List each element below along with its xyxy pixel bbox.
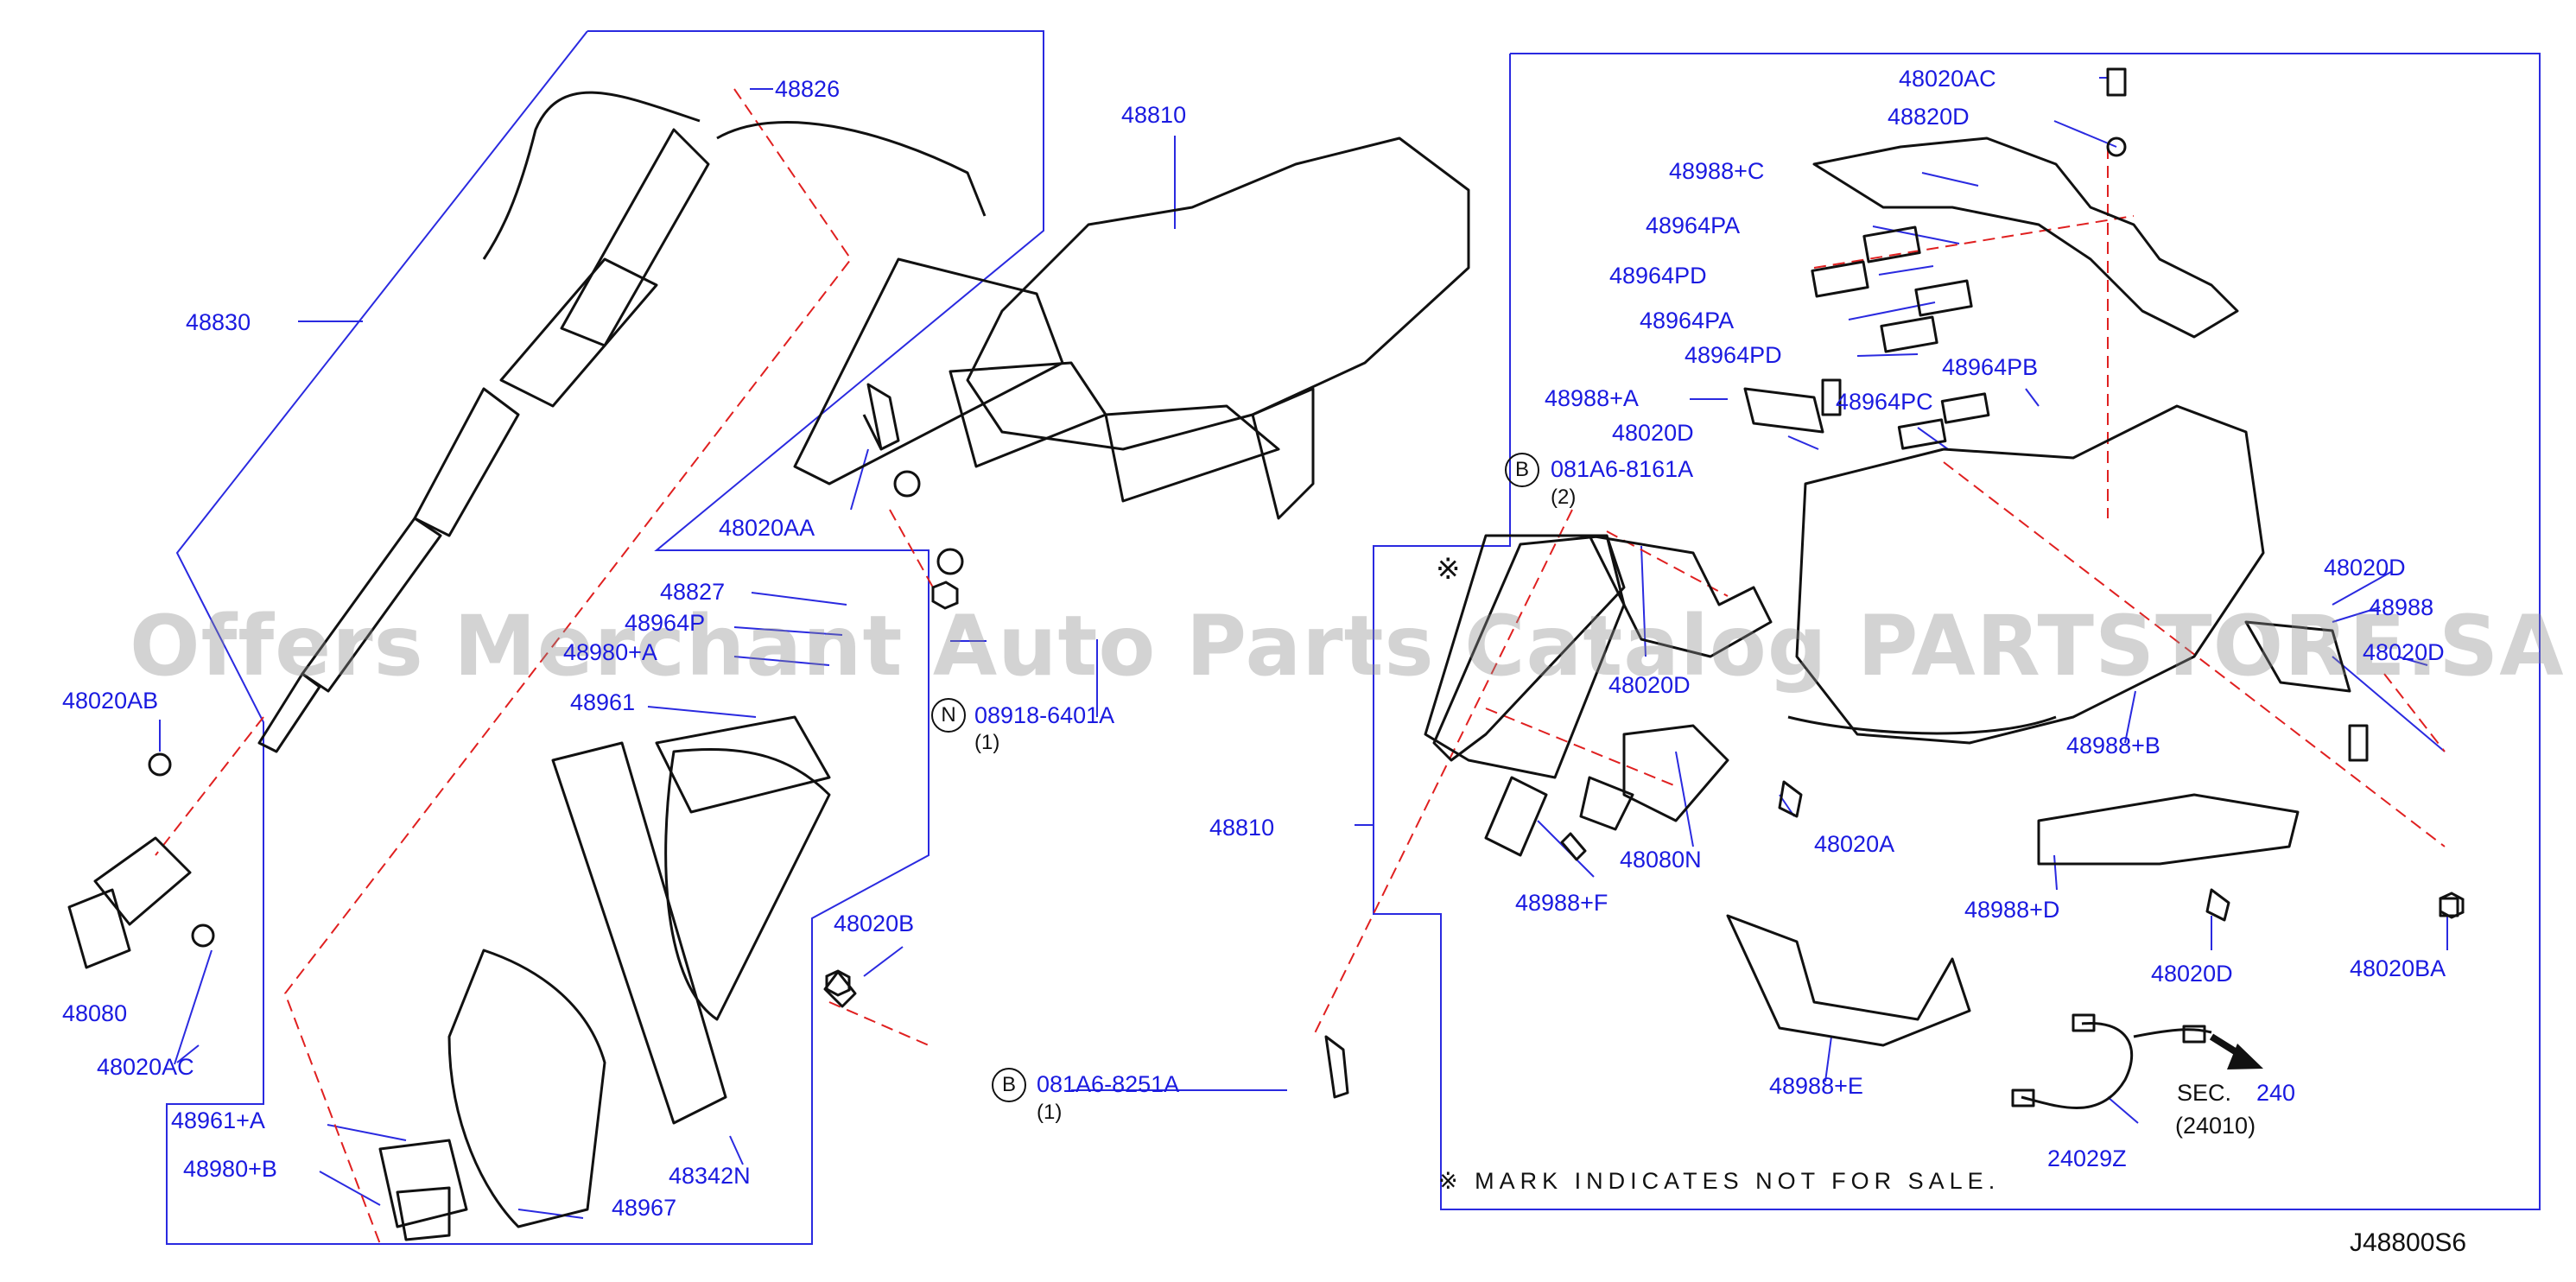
marker-b-lower: B (992, 1068, 1026, 1102)
marker-b-upper: B (1505, 453, 1539, 487)
label-48964PD-1[interactable]: 48964PD (1609, 263, 1707, 289)
label-48020A[interactable]: 48020A (1814, 831, 1895, 857)
group-outline-right (1373, 53, 2541, 1210)
label-08918-6401A[interactable]: 08918-6401A (974, 702, 1115, 728)
marker-n: N (931, 698, 966, 733)
label-48020AA[interactable]: 48020AA (719, 515, 815, 541)
watermark: Offers Merchant Auto Parts Catalog PARTS… (130, 598, 2565, 695)
label-48988F[interactable]: 48988+F (1515, 890, 1608, 916)
label-48020AB[interactable]: 48020AB (62, 688, 159, 714)
label-48988A[interactable]: 48988+A (1545, 385, 1639, 411)
label-081A6-8161A-qty: (2) (1551, 486, 1577, 509)
nut-48020BA (2439, 892, 2465, 919)
nut-08918 (931, 581, 959, 610)
label-48342N[interactable]: 48342N (669, 1163, 751, 1189)
label-48964PB[interactable]: 48964PB (1942, 354, 2039, 380)
label-sec: SEC. (2177, 1080, 2232, 1106)
label-48961A[interactable]: 48961+A (171, 1107, 265, 1133)
label-48020D-1[interactable]: 48020D (1612, 420, 1694, 446)
label-48988E[interactable]: 48988+E (1769, 1073, 1863, 1099)
label-48020D-2[interactable]: 48020D (2324, 555, 2406, 581)
label-48080N[interactable]: 48080N (1620, 847, 1702, 873)
label-48810-upper[interactable]: 48810 (1121, 102, 1187, 128)
label-48810-lower[interactable]: 48810 (1209, 815, 1275, 841)
label-48964PD-2[interactable]: 48964PD (1685, 342, 1782, 368)
label-48820D[interactable]: 48820D (1888, 104, 1970, 130)
notsale-symbol: ※ (1436, 553, 1461, 586)
label-48980B[interactable]: 48980+B (183, 1156, 277, 1182)
label-48961[interactable]: 48961 (570, 689, 636, 715)
group-outline-left (166, 30, 1044, 1245)
label-48020D-5[interactable]: 48020D (2151, 961, 2233, 987)
label-081A6-8161A[interactable]: 081A6-8161A (1551, 456, 1694, 482)
label-48980A[interactable]: 48980+A (563, 639, 657, 665)
label-48988[interactable]: 48988 (2369, 594, 2434, 620)
label-48988B[interactable]: 48988+B (2066, 733, 2160, 758)
not-for-sale-note: ※ MARK INDICATES NOT FOR SALE. (1438, 1168, 2001, 1194)
label-48020D-3[interactable]: 48020D (2363, 639, 2445, 665)
label-48826[interactable]: 48826 (775, 76, 841, 102)
label-48020AC-left[interactable]: 48020AC (97, 1054, 194, 1080)
label-48020B[interactable]: 48020B (834, 911, 915, 936)
label-sec-number[interactable]: 240 (2256, 1080, 2296, 1106)
label-081A6-8251A[interactable]: 081A6-8251A (1037, 1071, 1180, 1097)
label-48988C[interactable]: 48988+C (1669, 158, 1765, 184)
label-48080[interactable]: 48080 (62, 1000, 128, 1026)
label-48964PC[interactable]: 48964PC (1836, 389, 1933, 415)
label-081A6-8251A-qty: (1) (1037, 1101, 1063, 1124)
label-48988D[interactable]: 48988+D (1964, 897, 2060, 923)
label-08918-qty: (1) (974, 731, 1000, 754)
diagram-code: J48800S6 (2350, 1228, 2467, 1257)
label-48967[interactable]: 48967 (612, 1195, 677, 1221)
label-48964P[interactable]: 48964P (625, 610, 706, 636)
label-48830[interactable]: 48830 (186, 309, 251, 335)
label-48964PA-2[interactable]: 48964PA (1640, 308, 1735, 333)
label-sec-ref: (24010) (2175, 1113, 2256, 1139)
label-48020D-4[interactable]: 48020D (1608, 672, 1691, 698)
label-48827[interactable]: 48827 (660, 579, 726, 605)
nut-48020B (825, 969, 851, 997)
label-24029Z[interactable]: 24029Z (2047, 1146, 2127, 1171)
label-48020BA[interactable]: 48020BA (2350, 955, 2446, 981)
sec-arrow (2209, 1033, 2263, 1069)
label-48964PA-1[interactable]: 48964PA (1646, 213, 1741, 238)
label-48020AC-right[interactable]: 48020AC (1899, 66, 1996, 92)
leader-lines (159, 77, 2448, 1219)
part-drawings (67, 67, 2459, 1241)
